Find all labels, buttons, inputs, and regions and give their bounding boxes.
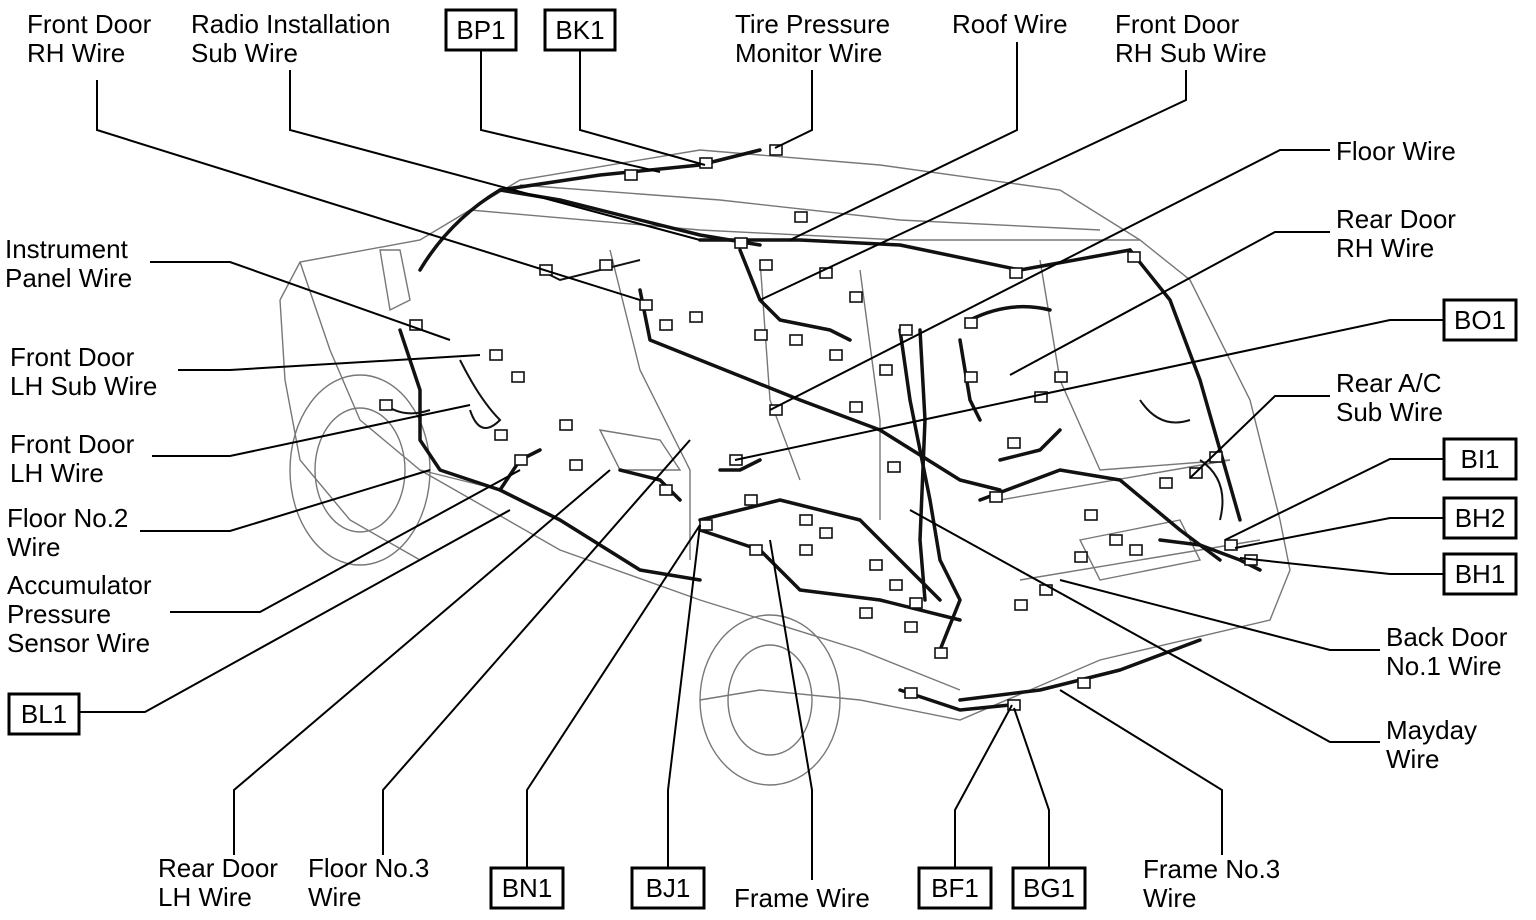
leader-bp1 — [480, 50, 661, 173]
code-box-bh2: BH2 — [1442, 496, 1518, 540]
label-roof-wire: Roof Wire — [952, 9, 1068, 39]
label-front-door-rh-sub-wire: Front Door RH Sub Wire — [1115, 9, 1267, 68]
label-front-door-lh-sub-wire: Front Door LH Sub Wire — [10, 342, 157, 401]
leader-bn1 — [526, 524, 701, 870]
code-box-bi1: BI1 — [1442, 437, 1518, 481]
svg-text:BN1: BN1 — [502, 873, 553, 903]
leader-frame-wire — [769, 539, 813, 880]
code-box-bj1: BJ1 — [630, 866, 706, 910]
leader-bo1 — [734, 319, 1444, 461]
leader-front-door-rh-sub-wire — [759, 70, 1187, 301]
label-accumulator-pressure-sensor-wire: Accumulator Pressure Sensor Wire — [7, 570, 159, 658]
svg-text:BH2: BH2 — [1455, 503, 1506, 533]
leader-front-door-lh-wire — [152, 404, 471, 457]
leader-floor-no3-wire — [382, 439, 691, 855]
leader-bf1 — [954, 704, 1013, 870]
label-front-door-lh-wire: Front Door LH Wire — [10, 429, 142, 488]
leader-front-door-rh-wire — [96, 80, 641, 301]
leader-bh2 — [1234, 517, 1444, 549]
label-floor-no3-wire: Floor No.3 Wire — [308, 853, 437, 912]
label-rear-door-lh-wire: Rear Door LH Wire — [158, 853, 285, 912]
connector-code-boxes: BP1 BK1 BO1 BI1 BH2 BH1 BL1 BN1 — [7, 8, 1518, 910]
label-front-door-rh-wire: Front Door RH Wire — [27, 9, 159, 68]
code-box-bh1: BH1 — [1442, 552, 1518, 596]
svg-text:BG1: BG1 — [1023, 873, 1075, 903]
leader-bg1 — [1013, 707, 1050, 870]
leader-back-door-no1-wire — [1059, 579, 1380, 651]
label-radio-installation-sub-wire: Radio Installation Sub Wire — [191, 9, 398, 68]
label-tire-pressure-monitor-wire: Tire Pressure Monitor Wire — [735, 9, 897, 68]
leader-frame-no3-wire — [1059, 689, 1223, 855]
svg-text:BH1: BH1 — [1455, 559, 1506, 589]
leader-accumulator-pressure-sensor-wire — [170, 469, 521, 613]
leader-rear-ac-sub-wire — [1189, 395, 1330, 479]
label-floor-no2-wire: Floor No.2 Wire — [7, 503, 136, 562]
label-frame-no3-wire: Frame No.3 Wire — [1143, 854, 1288, 913]
label-frame-wire: Frame Wire — [734, 883, 870, 913]
leader-bl1 — [80, 509, 511, 713]
svg-text:BI1: BI1 — [1460, 444, 1499, 474]
code-box-bf1: BF1 — [917, 866, 993, 910]
svg-text:BP1: BP1 — [456, 15, 505, 45]
label-instrument-panel-wire: Instrument Panel Wire — [5, 234, 135, 293]
code-box-bo1: BO1 — [1442, 298, 1518, 342]
label-back-door-no1-wire: Back Door No.1 Wire — [1386, 622, 1515, 681]
code-box-bg1: BG1 — [1011, 866, 1087, 910]
code-box-bl1: BL1 — [7, 692, 81, 736]
leader-instrument-panel-wire — [150, 261, 451, 341]
svg-text:BK1: BK1 — [555, 15, 604, 45]
leader-bk1 — [579, 50, 706, 166]
leader-lines — [80, 42, 1444, 880]
svg-text:BL1: BL1 — [21, 699, 67, 729]
label-mayday-wire: Mayday Wire — [1386, 715, 1484, 774]
code-box-bk1: BK1 — [543, 8, 617, 52]
leader-radio-installation-sub-wire — [289, 70, 701, 241]
leader-rear-door-lh-wire — [233, 469, 611, 855]
svg-text:BJ1: BJ1 — [646, 873, 691, 903]
vehicle-body-outline — [279, 149, 1291, 786]
leader-bi1 — [1224, 458, 1444, 541]
leader-front-door-lh-sub-wire — [178, 354, 481, 371]
leader-floor-wire — [769, 149, 1330, 411]
wire-labels: Front Door RH Wire Radio Installation Su… — [5, 9, 1515, 913]
label-rear-ac-sub-wire: Rear A/C Sub Wire — [1336, 368, 1449, 427]
leader-tire-pressure-monitor-wire — [774, 70, 813, 149]
leader-bh1 — [1239, 557, 1444, 575]
svg-text:BO1: BO1 — [1454, 305, 1506, 335]
wire-harnesses — [379, 148, 1262, 712]
leader-roof-wire — [789, 42, 1018, 241]
svg-text:BF1: BF1 — [931, 873, 979, 903]
label-floor-wire: Floor Wire — [1336, 136, 1456, 166]
leader-bj1 — [667, 524, 701, 870]
code-box-bn1: BN1 — [489, 866, 565, 910]
label-rear-door-rh-wire: Rear Door RH Wire — [1336, 204, 1463, 263]
leader-mayday-wire — [909, 509, 1380, 743]
leader-floor-no2-wire — [140, 469, 431, 532]
code-box-bp1: BP1 — [444, 8, 518, 52]
leader-rear-door-rh-wire — [1009, 231, 1330, 376]
